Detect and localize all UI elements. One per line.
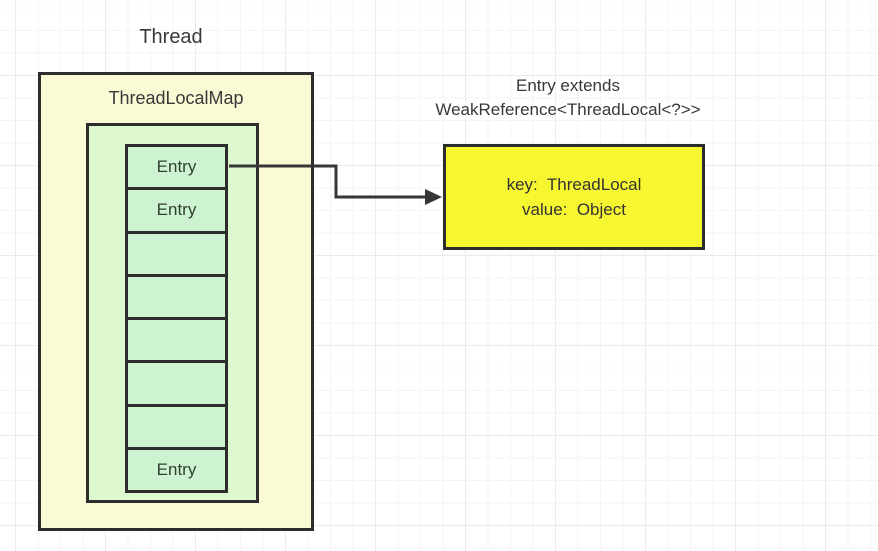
threadlocalmap-title: ThreadLocalMap (108, 88, 244, 108)
entry-cell: Entry (128, 449, 225, 490)
entry-note-value-line: value: Object (522, 200, 626, 219)
entry-note-node: key: ThreadLocal value: Object (443, 144, 705, 250)
entry-note-key-line: key: ThreadLocal (506, 175, 642, 194)
entry-cell: Entry (128, 190, 225, 234)
entry-note-title-line2: WeakReference<ThreadLocal<?>> (435, 100, 701, 119)
entry-cell (128, 233, 225, 277)
entry-cell (128, 320, 225, 364)
thread-label: Thread (139, 26, 203, 48)
entry-cell: Entry (128, 147, 225, 191)
entry-note-title-line1: Entry extends (516, 76, 620, 95)
arrowhead-icon (425, 189, 442, 205)
entry-note-title: Entry extends WeakReference<ThreadLocal<… (400, 74, 736, 122)
entry-cell (128, 276, 225, 320)
entry-cell (128, 363, 225, 407)
entry-cell (128, 406, 225, 450)
entry-array: Entry Entry Entry (125, 144, 228, 493)
